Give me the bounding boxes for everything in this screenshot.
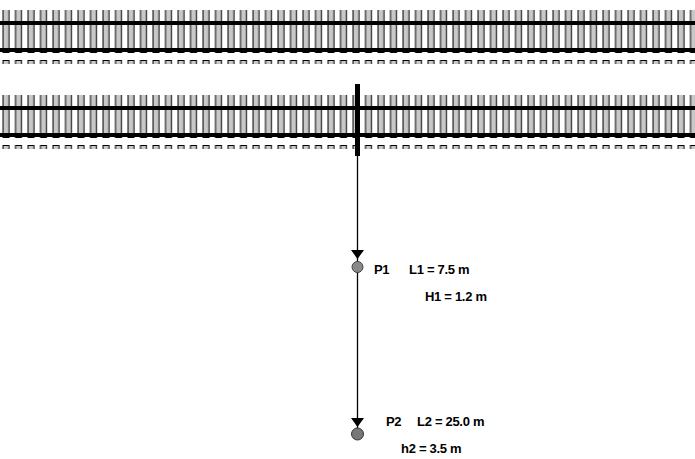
railway-track bbox=[0, 95, 695, 149]
rail bbox=[0, 106, 695, 110]
point-marker bbox=[351, 418, 364, 440]
sleepers bbox=[0, 10, 695, 64]
crossing-bar bbox=[355, 84, 360, 156]
point-name: P2 bbox=[386, 414, 401, 429]
sleepers bbox=[0, 95, 695, 149]
dimension-label: L1 = 7.5 m bbox=[409, 262, 469, 277]
measure-line bbox=[357, 150, 358, 432]
rail bbox=[0, 133, 695, 137]
point-name: P1 bbox=[374, 262, 389, 277]
point-marker bbox=[351, 250, 364, 273]
rail bbox=[0, 48, 695, 52]
dimension-label: H1 = 1.2 m bbox=[425, 289, 487, 304]
railway-track bbox=[0, 10, 695, 64]
dimension-label: L2 = 25.0 m bbox=[417, 414, 484, 429]
dimension-label: h2 = 3.5 m bbox=[401, 441, 461, 456]
rail bbox=[0, 21, 695, 25]
